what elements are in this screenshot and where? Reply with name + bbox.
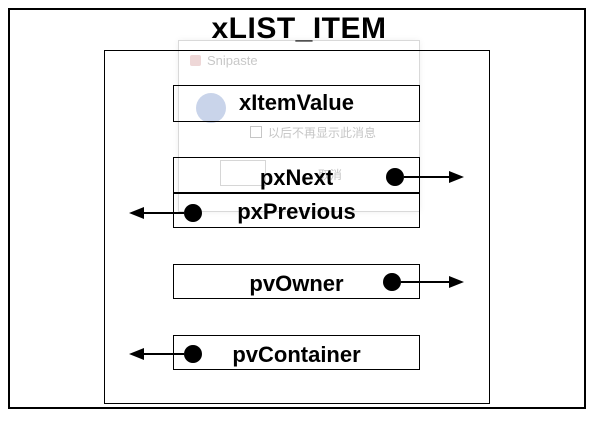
snipaste-title: Snipaste — [190, 53, 258, 68]
struct-box — [104, 50, 490, 404]
field-pxprevious: pxPrevious — [173, 193, 420, 228]
snipaste-checkbox-row: 以后不再显示此消息 — [250, 124, 376, 141]
field-pvowner: pvOwner — [173, 264, 420, 299]
snipaste-ok-button-ghost — [220, 160, 266, 186]
question-icon — [196, 93, 226, 123]
snipaste-cancel-label: 取消 — [318, 168, 343, 182]
field-pvcontainer: pvContainer — [173, 335, 420, 370]
checkbox-icon — [250, 126, 262, 138]
diagram-title: xLIST_ITEM — [211, 12, 387, 45]
snipaste-logo-icon — [190, 55, 201, 66]
snipaste-dialog-ghost — [178, 40, 420, 212]
snipaste-title-label: Snipaste — [207, 53, 258, 68]
snipaste-checkbox-label: 以后不再显示此消息 — [268, 126, 377, 140]
field-pxnext: pxNext — [173, 157, 420, 193]
field-xitemvalue: xItemValue — [173, 85, 420, 122]
